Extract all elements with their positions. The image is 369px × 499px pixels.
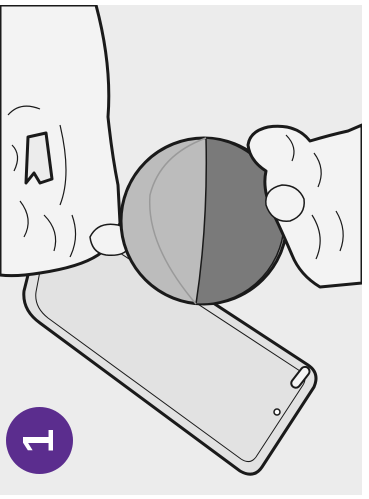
phone-sensor-dot xyxy=(274,409,280,415)
step-number: 1 xyxy=(17,428,61,452)
step-number-badge: 1 xyxy=(6,407,73,474)
left-hand-illustration xyxy=(0,5,130,276)
instruction-panel: 1 xyxy=(0,5,362,495)
